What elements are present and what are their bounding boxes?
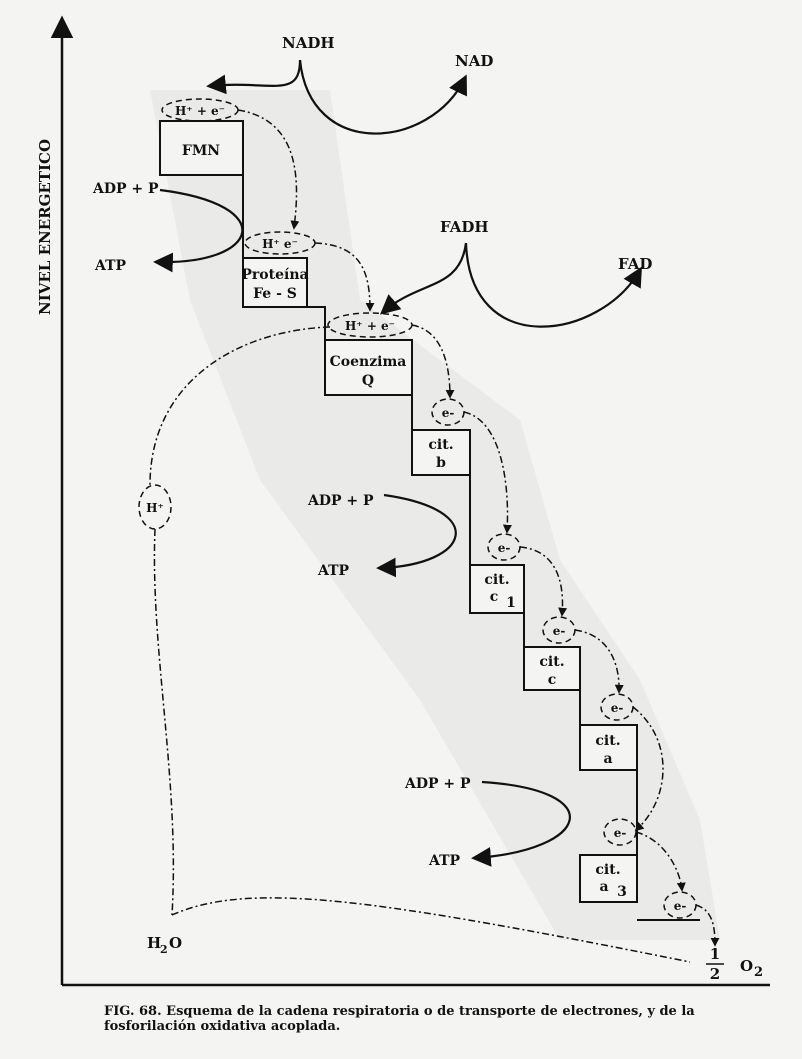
adp-label-2: ADP + P [307,493,374,509]
staircase [242,175,700,921]
caption-text: Esquema de la cadena respiratoria o de t… [104,1004,695,1034]
adp-label-1: ADP + P [92,181,159,197]
adp-label-3: ADP + P [404,776,471,792]
box-c [523,646,581,691]
box-fes-label-1: Proteína [241,267,308,283]
box-fmn [159,120,244,176]
box-a-label-1: cit. [595,733,620,749]
box-a3-label-2: a [599,879,608,895]
box-q [324,339,413,396]
o2-denominator: 2 [710,965,720,983]
fadh-label: FADH [440,218,489,236]
box-c1-label-1: cit. [484,572,509,588]
carrier-h-left: H⁺ [146,501,164,515]
electron-flow-arrows [149,109,720,963]
box-fes [242,257,308,308]
o2-numerator: 1 [710,945,720,963]
carrier-boxes [159,120,638,903]
box-q-label-1: Coenzima [330,354,407,370]
box-fmn-label: FMN [182,143,220,159]
box-c1-label-2: c [490,589,499,605]
carrier-e-4: e- [611,701,624,715]
box-b [411,429,471,476]
figure-caption: FIG. 68. Esquema de la cadena respirator… [104,1004,784,1034]
box-a3-label-1: cit. [595,862,620,878]
caption-label: FIG. 68. [104,1004,162,1019]
carrier-e-2: e- [498,541,511,555]
carrier-h-e-3: H⁺ + e⁻ [345,319,395,333]
box-c-label-1: cit. [539,654,564,670]
o2-label: O [740,957,753,975]
carrier-e-6: e- [674,899,687,913]
fad-label: FAD [618,255,652,273]
box-c-label-2: c [548,672,557,688]
box-c1-label-3: 1 [506,595,516,611]
box-b-label-1: cit. [428,437,453,453]
carrier-h-e-2: H⁺ e⁻ [262,237,298,251]
carrier-e-5: e- [614,826,627,840]
y-axis-label: NIVEL ENERGETICO [36,139,54,315]
h2o-o: O [169,934,182,952]
carrier-h-e-1: H⁺ + e⁻ [175,104,225,118]
atp-label-3: ATP [428,853,461,869]
substrate-arrows [153,59,642,867]
carrier-e-1: e- [442,406,455,420]
box-a-label-2: a [603,751,612,767]
ellipse-h-left [138,484,172,530]
o2-sub: 2 [754,965,763,980]
box-c1 [469,564,525,614]
box-a [579,724,638,771]
box-fes-label-2: Fe - S [253,286,297,302]
atp-label-2: ATP [317,563,350,579]
nadh-label: NADH [282,34,335,52]
atp-label-1: ATP [94,258,127,274]
background-halo [150,90,720,940]
h2o-sub: 2 [160,943,168,956]
box-a3-label-3: 3 [617,884,627,900]
h2o-h: H [147,934,161,952]
box-a3 [579,854,638,903]
box-q-label-2: Q [362,373,374,389]
carrier-e-3: e- [553,624,566,638]
box-b-label-2: b [436,455,446,471]
nad-label: NAD [455,52,493,70]
